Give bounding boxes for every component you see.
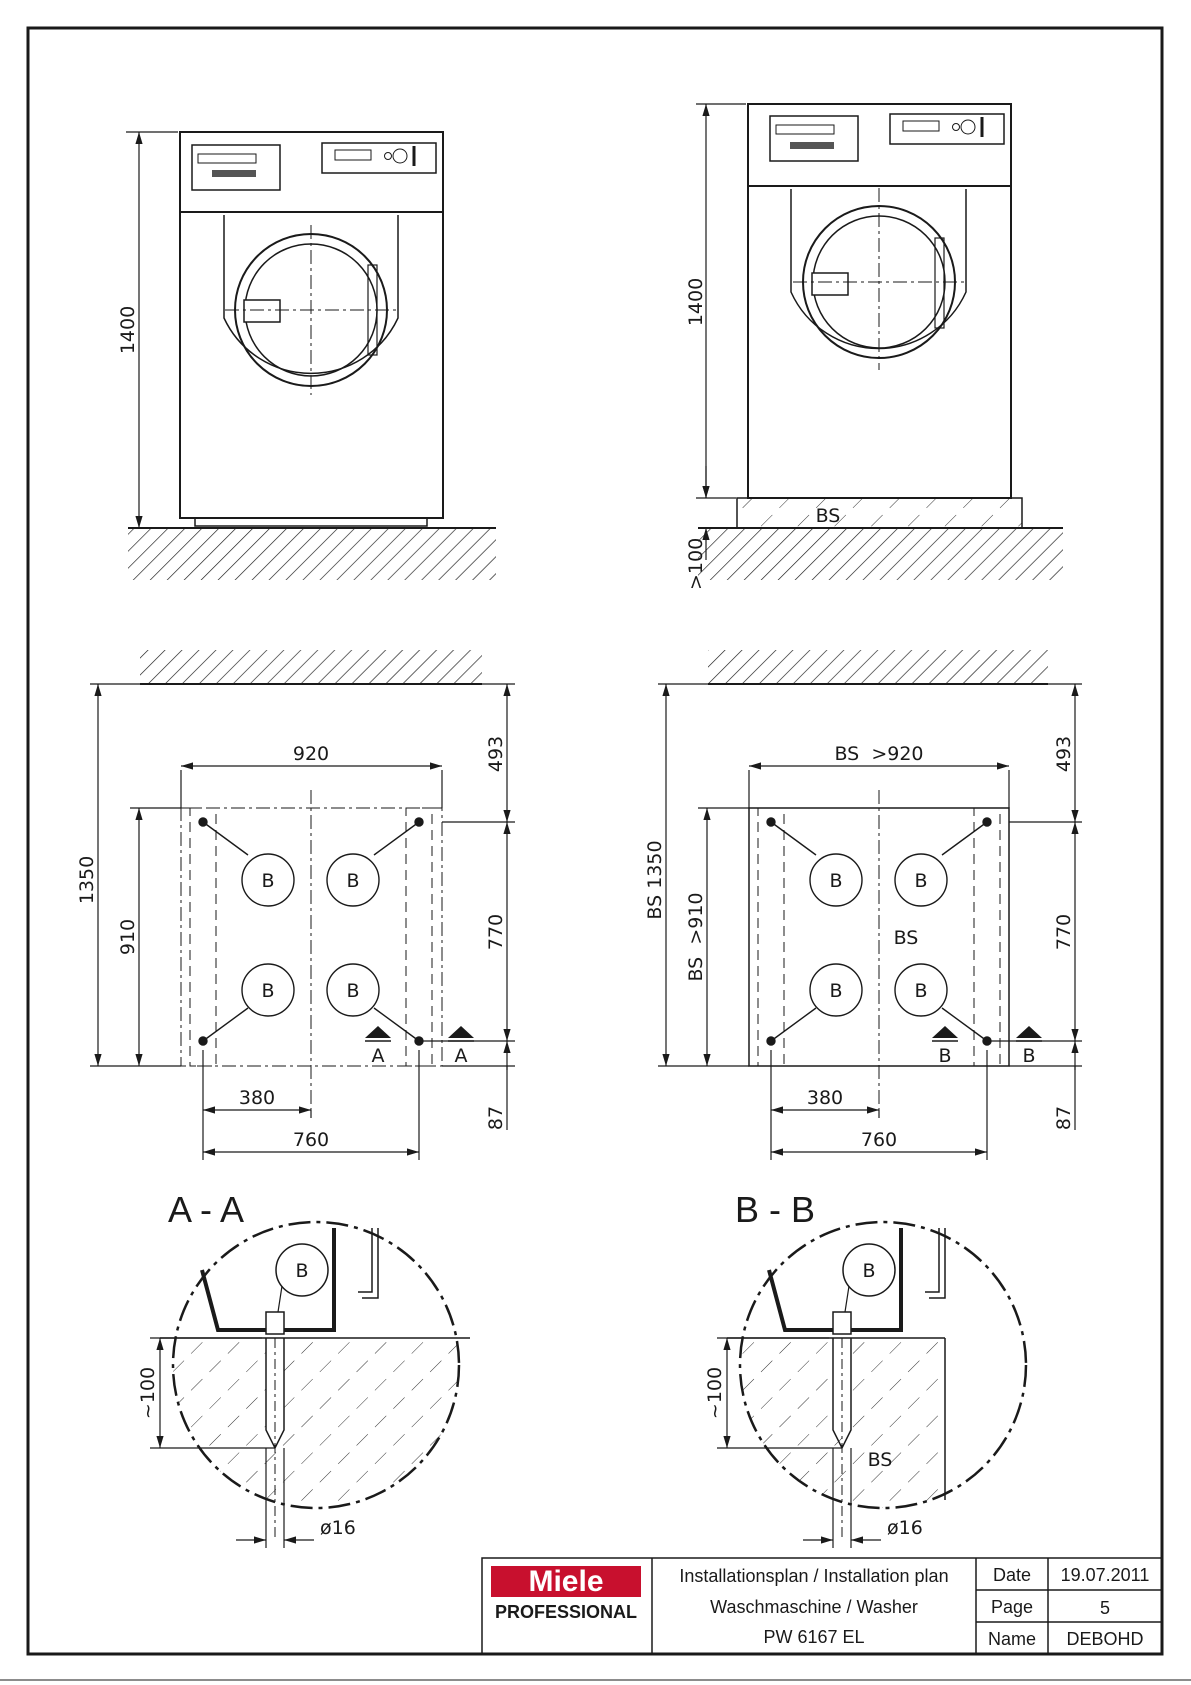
plan-b-front: 87 (1053, 1106, 1075, 1130)
bolt-label: B (914, 870, 927, 892)
section-a-bolt: B (295, 1260, 308, 1282)
plan-a (90, 650, 515, 1160)
page-value: 5 (1100, 1598, 1110, 1618)
bolt-label: B (829, 980, 842, 1002)
floor-hatch (698, 528, 1063, 580)
title-line-1: Installationsplan / Installation plan (679, 1566, 948, 1586)
base-block (737, 498, 1022, 528)
plan-b (658, 650, 1082, 1160)
bolt-label: B (346, 870, 359, 892)
plan-a-half: 380 (239, 1087, 275, 1109)
plan-b-depth: BS >910 (685, 892, 707, 981)
min-base-label: >100 (685, 538, 707, 590)
plan-a-bolt-labels: B B B B A A (261, 870, 467, 1067)
section-a-depth: ~100 (137, 1367, 159, 1419)
title-line-3: PW 6167 EL (763, 1627, 864, 1647)
brand-subtitle: PROFESSIONAL (495, 1602, 637, 1622)
plan-a-bolt-span: 770 (485, 914, 507, 950)
section-b-dia: ø16 (887, 1517, 923, 1539)
front-view (126, 132, 496, 580)
bolt-label: B (261, 980, 274, 1002)
front-height-label: 1400 (117, 306, 139, 354)
section-a-dia: ø16 (320, 1517, 356, 1539)
section-marker: A (372, 1045, 385, 1067)
plan-a-bolt-width: 760 (293, 1129, 329, 1151)
date-label: Date (993, 1565, 1031, 1585)
section-b-depth: ~100 (704, 1367, 726, 1419)
section-a-title: A - A (168, 1189, 244, 1230)
plan-a-depth-total: 1350 (76, 856, 98, 904)
section-marker: A (455, 1045, 468, 1067)
plan-b-base-label: BS (894, 927, 919, 949)
base-label: BS (816, 505, 841, 527)
front-view-base (696, 104, 1063, 580)
section-marker: B (938, 1045, 951, 1067)
section-b-title: B - B (735, 1189, 815, 1230)
bolt-label: B (914, 980, 927, 1002)
title-line-2: Waschmaschine / Washer (710, 1597, 918, 1617)
plan-a-depth: 910 (117, 919, 139, 955)
bolt-label: B (829, 870, 842, 892)
plan-b-rear: 493 (1053, 736, 1075, 772)
section-marker: B (1022, 1045, 1035, 1067)
page-label: Page (991, 1597, 1033, 1617)
name-value: DEBOHD (1066, 1629, 1143, 1649)
base-height-label: 1400 (685, 278, 707, 326)
brand-logo-text: Miele (528, 1565, 603, 1598)
plan-b-half: 380 (807, 1087, 843, 1109)
plan-b-bolt-span: 770 (1053, 914, 1075, 950)
plan-b-depth-total: BS 1350 (644, 840, 666, 919)
bolt-label: B (346, 980, 359, 1002)
plan-b-width: BS >920 (834, 743, 923, 765)
name-label: Name (988, 1629, 1036, 1649)
section-b-bolt: B (862, 1260, 875, 1282)
plan-b-bolt-width: 760 (861, 1129, 897, 1151)
plan-a-rear: 493 (485, 736, 507, 772)
plan-a-front: 87 (485, 1106, 507, 1130)
plan-a-width: 920 (293, 743, 329, 765)
bolt-label: B (261, 870, 274, 892)
plan-b-bolt-labels: B B B B B B (829, 870, 1035, 1067)
section-b-base: BS (868, 1449, 893, 1471)
floor-hatch (128, 528, 496, 580)
date-value: 19.07.2011 (1061, 1565, 1150, 1585)
section-a (150, 1222, 480, 1548)
